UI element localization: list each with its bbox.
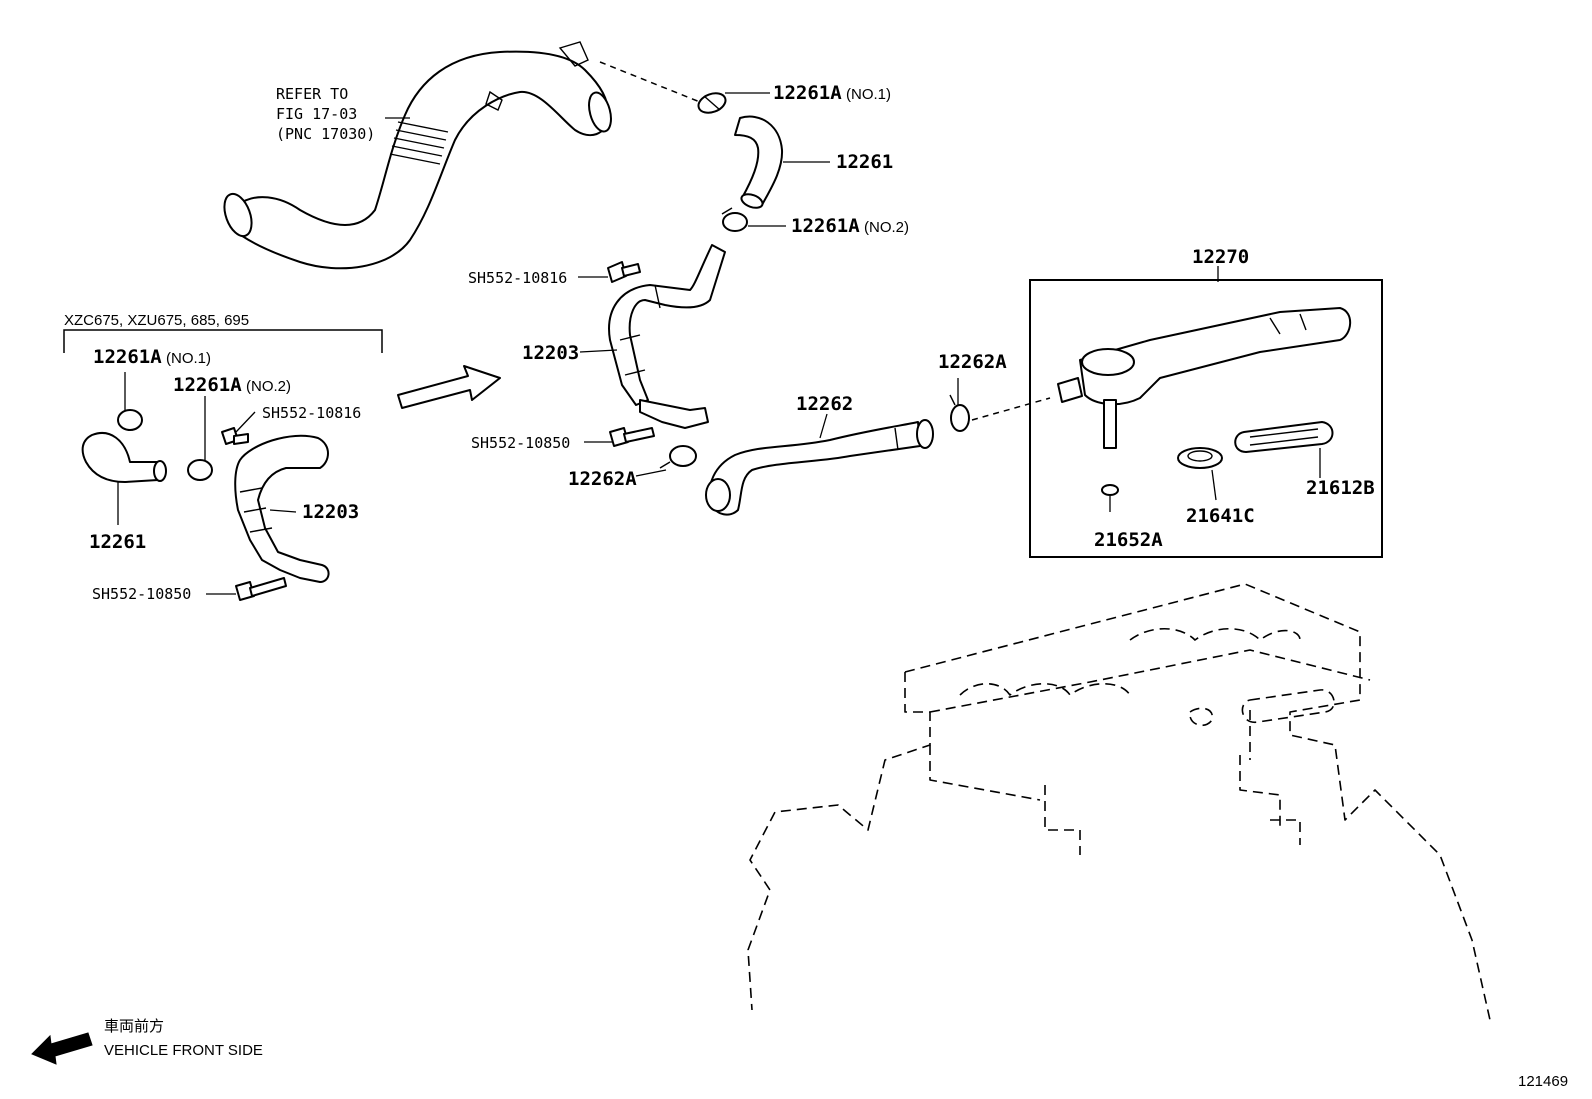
gasket-21612b (1234, 421, 1334, 453)
dashed-connector-top (599, 61, 701, 103)
label-12203-mid: 12203 (522, 342, 579, 364)
bolt-sh552-10816-mid (607, 261, 641, 283)
label-21652a: 21652A (1094, 529, 1163, 551)
label-sh552-10816-left: SH552-10816 (262, 404, 361, 422)
clamp-12261a-no1-left (117, 409, 143, 431)
engine-block-outline (747, 583, 1491, 1021)
hose-12262 (705, 419, 934, 516)
intake-pipe-reference (223, 41, 612, 270)
bolt-sh552-10816-left (221, 427, 249, 445)
bolt-sh552-10850-left (235, 577, 287, 601)
oring-21652a (1101, 484, 1119, 496)
dashed-connector-right (971, 397, 1051, 421)
label-sh552-10850-mid: SH552-10850 (471, 434, 570, 452)
label-12261-right: 12261 (836, 151, 893, 173)
label-12262: 12262 (796, 393, 853, 415)
pipe-12203-left (234, 434, 330, 583)
clamp-12262a-right (949, 394, 970, 432)
variant-bracket (63, 329, 383, 353)
label-12261a-no1-right-suffix: (NO.1) (846, 86, 891, 103)
hose-12261-left (81, 432, 167, 483)
label-12261a-no1-right: 12261A (773, 82, 842, 104)
label-12203-left: 12203 (302, 501, 359, 523)
label-sh552-10850-left: SH552-10850 (92, 585, 191, 603)
label-12270: 12270 (1192, 246, 1249, 268)
illustration-id: 121469 (1518, 1073, 1568, 1090)
hose-12261-right (734, 115, 784, 209)
grommet-21641c (1177, 447, 1223, 469)
clamp-12262a-mid (659, 445, 697, 469)
leader-lines (117, 92, 1321, 595)
clamp-12261a-no1-right (697, 92, 727, 114)
label-sh552-10816-mid: SH552-10816 (468, 269, 567, 287)
label-21641c: 21641C (1186, 505, 1255, 527)
label-12261a-no2-left: 12261A (173, 374, 242, 396)
vehicle-front-arrow-icon (31, 1032, 93, 1065)
refer-line2: FIG 17-03 (276, 105, 357, 123)
label-12261a-no2-right: 12261A (791, 215, 860, 237)
label-12261-left: 12261 (89, 531, 146, 553)
clamp-12261a-no2-right (721, 207, 748, 232)
assembly-box-12270 (1029, 279, 1383, 558)
flow-arrow (397, 365, 501, 409)
direction-jp: 車両前方 (104, 1018, 164, 1035)
label-12261a-no2-left-suffix: (NO.2) (246, 378, 291, 395)
label-21612b: 21612B (1306, 477, 1375, 499)
pipe-12203-mid (608, 244, 726, 429)
label-12262a-mid: 12262A (568, 468, 637, 490)
clamp-12261a-no2-left (187, 459, 213, 481)
label-12261a-no1-left-suffix: (NO.1) (166, 350, 211, 367)
variant-models: XZC675, XZU675, 685, 695 (64, 312, 249, 329)
oil-separator-12270 (1057, 307, 1352, 449)
refer-line1: REFER TO (276, 85, 348, 103)
label-12262a-right: 12262A (938, 351, 1007, 373)
bolt-sh552-10850-mid (609, 427, 655, 447)
label-12261a-no1-left: 12261A (93, 346, 162, 368)
direction-en: VEHICLE FRONT SIDE (104, 1042, 263, 1059)
refer-line3: (PNC 17030) (276, 125, 375, 143)
label-12261a-no2-right-suffix: (NO.2) (864, 219, 909, 236)
